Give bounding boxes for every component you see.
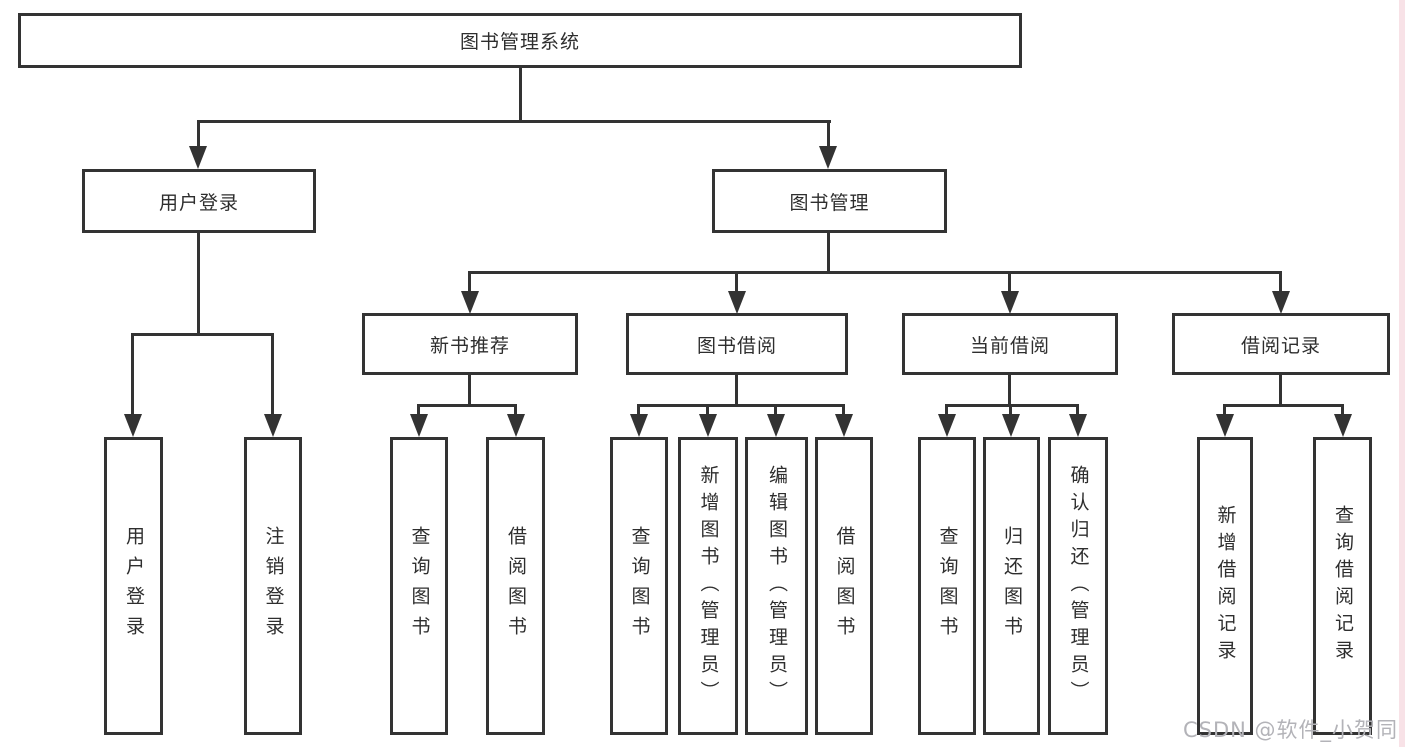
arrowhead-br-add [1216,414,1234,437]
leaf-bb-query-books: 查询图书 [610,437,668,735]
node-book-borrowing: 图书借阅 [626,313,848,375]
connector-current-borrow-stem [1008,375,1011,407]
connector-root-stem [519,68,522,122]
connector-to-new-books [468,271,471,293]
connector-to-bb-edit [774,404,777,416]
leaf-nb-query-books: 查询图书 [390,437,448,735]
node-borrowing-records: 借阅记录 [1172,313,1390,375]
connector-new-books-split [417,404,516,407]
leaf-cb-return-books: 归还图书 [983,437,1040,735]
connector-book-management-split [468,271,1281,274]
node-new-book-recommend: 新书推荐 [362,313,578,375]
leaf-label: 确认归还（管理员） [1067,464,1090,708]
leaf-label: 查询借阅记录 [1332,505,1354,667]
leaf-label: 归还图书 [1001,526,1023,646]
node-label: 用户登录 [158,191,239,214]
arrowhead-current-borrow [1001,291,1019,314]
connector-to-br-add [1223,404,1226,416]
connector-borrow-records-split [1223,404,1343,407]
arrowhead-book-borrow [728,291,746,314]
connector-user-login-stem [197,233,200,336]
arrowhead-bb-edit [767,414,785,437]
leaf-label: 查询图书 [936,526,959,646]
leaf-cb-confirm-return-admin: 确认归还（管理员） [1048,437,1108,735]
connector-to-user-login [197,120,200,148]
arrowhead-leaf-logout [264,414,282,437]
connector-to-book-management [827,120,830,148]
arrowhead-bb-add [699,414,717,437]
arrowhead-bb-borrow [835,414,853,437]
connector-to-nb-query [417,404,420,416]
node-label: 图书借阅 [696,334,777,357]
connector-book-borrow-split [637,404,845,407]
csdn-watermark: CSDN @软件_小贺同学 [1183,718,1405,742]
leaf-label: 查询图书 [628,526,651,646]
arrowhead-br-query [1334,414,1352,437]
node-library-management-system: 图书管理系统 [18,13,1022,68]
connector-to-bb-query [637,404,640,416]
connector-user-login-split [131,333,273,336]
arrowhead-cb-confirm [1069,414,1087,437]
page-edge-stripe [1399,0,1405,747]
leaf-label: 新增图书（管理员） [697,464,720,708]
arrowhead-leaf-user-login [124,414,142,437]
connector-to-book-borrow [735,271,738,293]
node-label: 图书管理系统 [459,31,580,53]
leaf-label: 借阅图书 [505,526,527,646]
arrowhead-cb-query [938,414,956,437]
connector-to-br-query [1341,404,1344,416]
arrowhead-cb-return [1002,414,1020,437]
leaf-label: 用户登录 [123,526,145,646]
connector-to-borrow-records [1279,271,1282,293]
arrowhead-nb-borrow [507,414,525,437]
node-label: 当前借阅 [969,334,1050,357]
leaf-label: 注销登录 [262,526,285,646]
connector-to-leaf-logout [271,333,274,416]
node-label: 借阅记录 [1240,334,1321,357]
connector-to-cb-query [945,404,948,416]
arrowhead-borrow-records [1272,291,1290,314]
connector-new-books-stem [468,375,471,407]
connector-to-cb-confirm [1076,404,1079,416]
leaf-bb-add-books-admin: 新增图书（管理员） [678,437,738,735]
connector-root-split [197,120,831,123]
leaf-label: 编辑图书（管理员） [766,464,788,708]
leaf-label: 查询图书 [408,526,431,646]
connector-current-borrow-split [945,404,1079,407]
connector-to-nb-borrow [514,404,517,416]
connector-to-cb-return [1009,404,1012,416]
leaf-logout: 注销登录 [244,437,302,735]
arrowhead-nb-query [410,414,428,437]
leaf-user-login: 用户登录 [104,437,163,735]
connector-to-current-borrow [1008,271,1011,293]
leaf-label: 借阅图书 [833,526,856,646]
leaf-label: 新增借阅记录 [1214,505,1237,667]
arrowhead-new-books [461,291,479,314]
leaf-bb-edit-books-admin: 编辑图书（管理员） [745,437,808,735]
node-label: 新书推荐 [429,334,510,357]
connector-borrow-records-stem [1279,375,1282,407]
connector-book-management-stem [827,233,830,274]
connector-book-borrow-stem [735,375,738,407]
arrowhead-bb-query [630,414,648,437]
leaf-br-add-record: 新增借阅记录 [1197,437,1253,735]
connector-to-bb-add [706,404,709,416]
leaf-cb-query-books: 查询图书 [918,437,976,735]
leaf-nb-borrow-books: 借阅图书 [486,437,545,735]
leaf-bb-borrow-books: 借阅图书 [815,437,873,735]
arrowhead-book-management [819,146,837,169]
node-book-management-group: 图书管理 [712,169,947,233]
connector-to-bb-borrow [842,404,845,416]
connector-to-leaf-user-login [131,333,134,416]
leaf-br-query-record: 查询借阅记录 [1313,437,1372,735]
node-current-borrowing: 当前借阅 [902,313,1118,375]
arrowhead-user-login [189,146,207,169]
node-user-login-group: 用户登录 [82,169,316,233]
node-label: 图书管理 [789,191,870,214]
